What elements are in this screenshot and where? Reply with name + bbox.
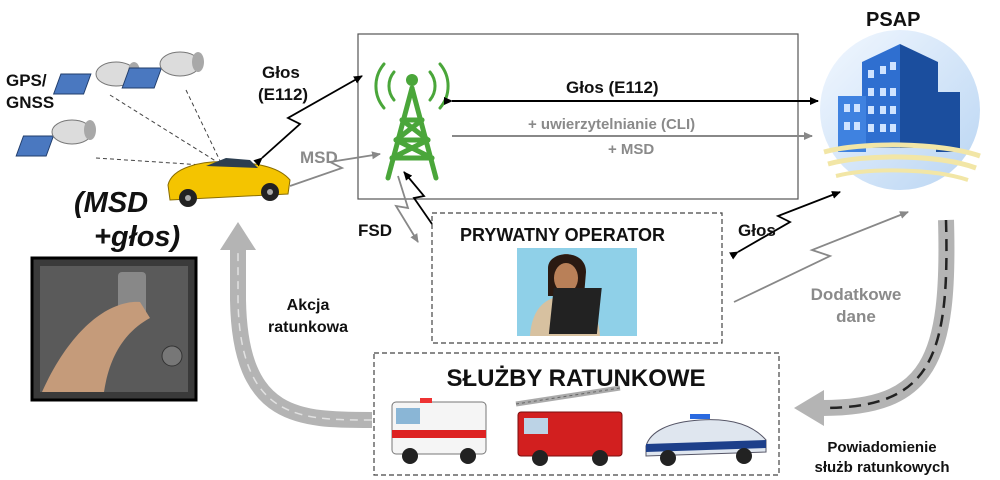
voice-operator-label: Głos — [738, 221, 776, 240]
gps-label: GPS/GNSS — [6, 71, 54, 112]
extra-data-link — [733, 211, 909, 303]
ambulance-icon — [391, 398, 487, 464]
satellite-links — [95, 89, 223, 167]
rescue-services-label: SŁUŻBY RATUNKOWE — [446, 365, 705, 392]
car-icon — [167, 158, 291, 207]
satellite-icon — [121, 51, 204, 89]
fsd-label: FSD — [358, 221, 392, 240]
police-car-icon — [645, 414, 767, 466]
msd-voice-label: (MSD+głos) — [74, 187, 180, 253]
voice-car-label: Głos(E112) — [258, 63, 308, 104]
satellite-icon — [15, 119, 96, 157]
msd-label: MSD — [300, 148, 338, 167]
voice-psap-label: Głos (E112) — [566, 78, 659, 97]
rescue-action-arrow — [220, 222, 373, 428]
operator-icon — [517, 248, 637, 336]
msd-link-car-tower — [289, 151, 381, 187]
ecall-button-photo — [30, 256, 198, 402]
fsd-link — [394, 171, 433, 243]
cell-tower-icon — [374, 62, 450, 181]
psap-label: PSAP — [866, 9, 920, 31]
fire-truck-icon — [515, 385, 623, 466]
voice-link-car-tower — [253, 75, 363, 167]
cli-label: + uwierzytelnianie (CLI) — [528, 116, 695, 133]
notify-arrow — [794, 219, 955, 426]
private-operator-label: PRYWATNY OPERATOR — [460, 225, 665, 245]
voice-link-operator-psap — [729, 191, 841, 260]
psap-building-icon — [820, 30, 981, 190]
msd-plus-label: + MSD — [608, 141, 654, 158]
